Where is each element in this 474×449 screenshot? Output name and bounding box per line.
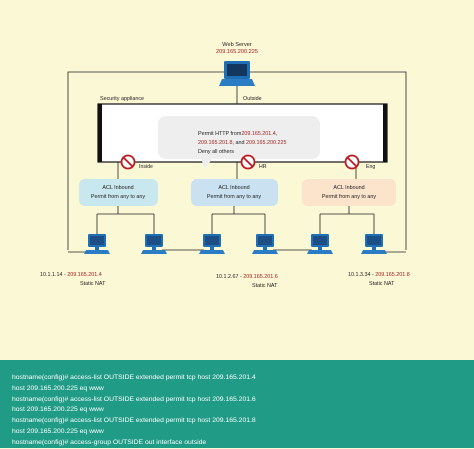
host-pc-icon [307, 234, 333, 254]
cli-line: host 209.165.200.225 eq www [12, 427, 104, 435]
nat-global-ip: 209.165.201.6 [243, 274, 277, 280]
acl-box-eng: ACL Inbound Permit from any to any [302, 179, 396, 206]
policy-sep-1: , [276, 131, 278, 137]
nat-global-ip: 209.165.201.4 [67, 272, 101, 278]
acl-rule: Permit from any to any [322, 194, 377, 200]
nat-label-2: 10.1.2.67 - 209.165.201.6 Static NAT [216, 274, 278, 289]
acl-title: ACL Inbound [333, 185, 364, 191]
network-diagram: Web Server 209.165.200.225 Security appl… [40, 42, 410, 289]
acl-box-inside: ACL Inbound Permit from any to any [79, 179, 158, 206]
policy-ip-3: 209.165.200.225 [246, 140, 286, 146]
policy-line-2: 209.165.201.8, and 209.165.200.225 [198, 140, 286, 146]
cli-line: hostname(config)# access-list OUTSIDE ex… [12, 417, 256, 425]
outer-links [67, 71, 407, 250]
acl-box-hr: ACL Inbound Permit from any to any [191, 179, 278, 206]
cli-line: hostname(config)# access-group OUTSIDE o… [12, 438, 207, 446]
nat-type: Static NAT [252, 283, 278, 289]
policy-line-1: Permit HTTP from209.165.201.4, [198, 131, 278, 137]
interface-eng: Eng [366, 164, 375, 170]
nat-type: Static NAT [369, 281, 395, 287]
interface-inside: Inside [139, 164, 153, 170]
host-pc-icon [252, 234, 278, 254]
acl-rule: Permit from any to any [207, 194, 262, 200]
host-pc-icon [199, 234, 225, 254]
policy-prefix: Permit HTTP from [198, 131, 242, 137]
cli-line: hostname(config)# access-list OUTSIDE ex… [12, 374, 256, 381]
cli-line: host 209.165.200.225 eq www [12, 406, 104, 414]
policy-callout [158, 116, 320, 168]
acl-rule: Permit from any to any [91, 194, 146, 200]
svg-text:10.1.3.34 - 209.165.201.8: 10.1.3.34 - 209.165.201.8 [348, 272, 410, 278]
appliance-label: Security appliance [100, 96, 144, 102]
web-server-icon [219, 61, 255, 86]
web-server-ip: 209.165.200.225 [216, 49, 258, 55]
acl-title: ACL Inbound [218, 185, 249, 191]
nat-local-ip: 10.1.2.67 [216, 274, 238, 280]
nat-local-ip: 10.1.1.14 [40, 272, 62, 278]
nat-local-ip: 10.1.3.34 [348, 272, 370, 278]
interface-links [117, 162, 357, 179]
deny-icon-hr [240, 154, 256, 170]
nat-type: Static NAT [80, 281, 106, 287]
policy-deny: Deny all others [198, 149, 234, 155]
acl-title: ACL Inbound [102, 185, 133, 191]
host-pc-icon [361, 234, 387, 254]
nat-label-3: 10.1.3.34 - 209.165.201.8 Static NAT [348, 272, 410, 287]
cli-line: hostname(config)# access-list OUTSIDE ex… [12, 395, 256, 403]
outside-label: Outside [243, 96, 262, 102]
policy-ip-1: 209.165.201.4 [241, 131, 275, 137]
interface-hr: HR [259, 164, 267, 170]
host-pc-icon [84, 234, 110, 254]
web-server-label: Web Server [222, 42, 252, 48]
deny-icon-eng [344, 154, 360, 170]
nat-label-1: 10.1.1.14 - 209.165.201.4 Static NAT [40, 272, 106, 287]
host-branches [68, 206, 406, 253]
svg-text:10.1.1.14 - 209.165.201.4: 10.1.1.14 - 209.165.201.4 [40, 272, 102, 278]
host-pc-icon [141, 234, 167, 254]
policy-ip-2: 209.165.201.8 [198, 140, 232, 146]
svg-text:10.1.2.67 - 209.165.201.6: 10.1.2.67 - 209.165.201.6 [216, 274, 278, 280]
nat-global-ip: 209.165.201.8 [375, 272, 409, 278]
appliance-left-bar [98, 104, 102, 162]
policy-sep-2: , and [232, 140, 244, 146]
deny-icon-inside [120, 154, 136, 170]
cli-config-panel: hostname(config)# access-list OUTSIDE ex… [0, 360, 474, 448]
appliance-right-bar [383, 104, 387, 162]
cli-line: host 209.165.200.225 eq www [12, 384, 104, 392]
